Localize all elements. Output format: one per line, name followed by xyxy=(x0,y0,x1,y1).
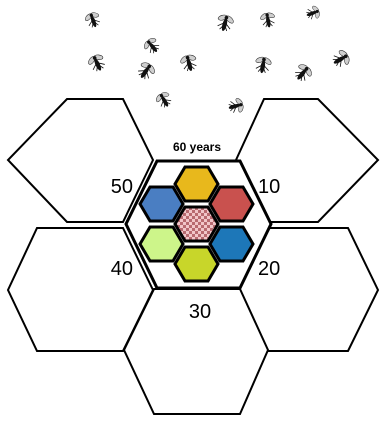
title-label: 60 years xyxy=(173,140,221,154)
cell-bottom xyxy=(175,247,218,281)
bee-icon xyxy=(85,51,108,74)
label-40: 40 xyxy=(111,258,133,280)
bee-icon xyxy=(329,47,353,71)
cell-center xyxy=(175,207,218,241)
cell-lower-right xyxy=(210,227,253,261)
bee-icon xyxy=(141,35,163,57)
cell-upper-left xyxy=(140,187,183,221)
label-20: 20 xyxy=(258,258,280,280)
hex-50 xyxy=(8,99,153,222)
bee-icon xyxy=(259,11,278,29)
cell-lower-left xyxy=(140,227,183,261)
cell-top xyxy=(175,167,218,201)
bee-icon xyxy=(83,10,103,30)
label-30: 30 xyxy=(189,301,211,323)
bee-icon xyxy=(227,96,246,116)
bee-icon xyxy=(214,12,236,33)
bee-icon xyxy=(153,89,175,111)
bee-icon xyxy=(304,4,322,22)
bee-icon xyxy=(178,52,200,73)
hex-40 xyxy=(8,228,153,351)
bee-icon xyxy=(134,59,158,83)
cell-upper-right xyxy=(210,187,253,221)
bee-icon xyxy=(291,60,316,85)
label-10: 10 xyxy=(258,176,280,198)
label-50: 50 xyxy=(111,176,133,198)
bee-icon xyxy=(253,55,273,75)
